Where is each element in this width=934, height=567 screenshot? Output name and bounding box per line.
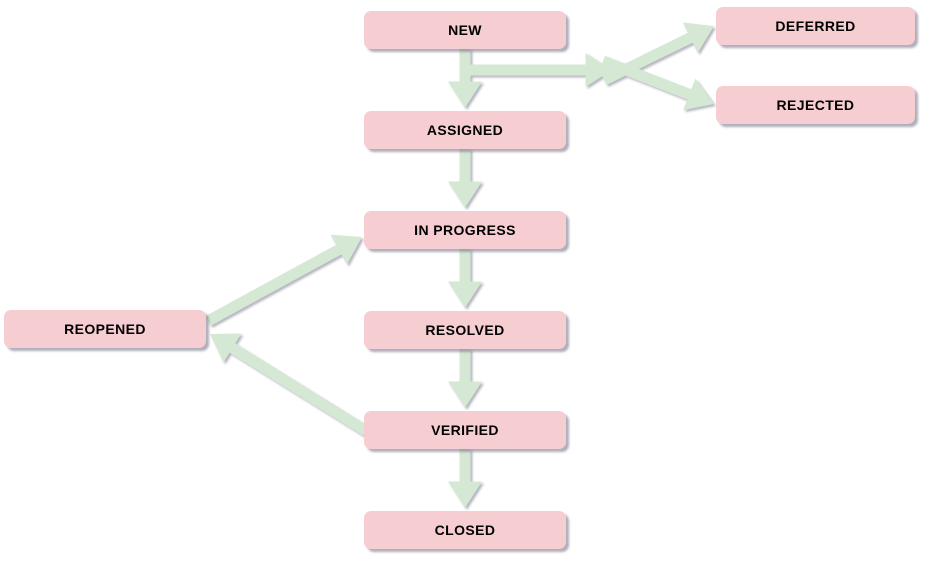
- node-deferred-label: DEFERRED: [775, 18, 856, 34]
- node-verified: VERIFIED: [364, 411, 566, 449]
- node-rejected-label: REJECTED: [776, 97, 855, 113]
- node-assigned-label: ASSIGNED: [426, 122, 504, 138]
- node-new-label: NEW: [448, 22, 482, 38]
- node-reopened-label: REOPENED: [64, 321, 146, 337]
- edge-new-to-rejected: [601, 55, 714, 111]
- node-reopened: REOPENED: [4, 310, 206, 348]
- edge-reopened-to-inprogress: [205, 234, 362, 326]
- node-in-progress: IN PROGRESS: [364, 211, 566, 249]
- node-deferred: DEFERRED: [716, 7, 915, 45]
- node-verified-label: VERIFIED: [431, 422, 499, 438]
- node-assigned: ASSIGNED: [364, 111, 566, 149]
- node-resolved: RESOLVED: [364, 311, 566, 349]
- node-closed: CLOSED: [364, 511, 566, 549]
- node-in-progress-label: IN PROGRESS: [414, 222, 516, 238]
- node-closed-label: CLOSED: [434, 522, 496, 538]
- edge-new-to-deferred: [601, 22, 714, 85]
- node-resolved-label: RESOLVED: [425, 322, 505, 338]
- edge-verified-to-reopened: [210, 333, 369, 436]
- node-rejected: REJECTED: [716, 86, 915, 124]
- node-new: NEW: [364, 11, 566, 49]
